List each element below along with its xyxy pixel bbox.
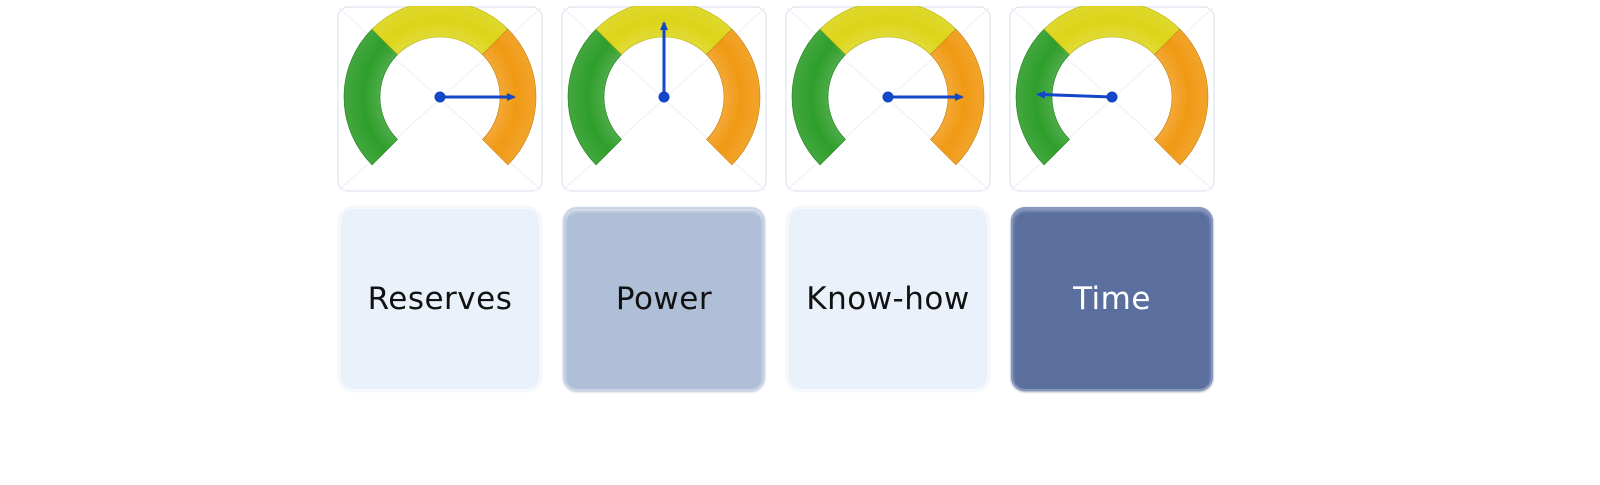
gauge-segment-orange xyxy=(706,28,761,166)
label-text: Time xyxy=(1073,281,1151,317)
label-box-power: Power xyxy=(563,207,765,391)
gauge-segment-green xyxy=(1015,28,1070,166)
label-text: Reserves xyxy=(367,281,513,317)
gauge-segment-yellow xyxy=(1043,6,1181,55)
gauge-segment-green xyxy=(343,28,398,166)
gauge-segment-orange xyxy=(1154,28,1209,166)
gauge-segment-yellow xyxy=(819,6,957,55)
gauge-pivot xyxy=(658,91,670,103)
gauge-segment-green xyxy=(791,28,846,166)
gauge-needle xyxy=(1036,90,1113,99)
gauge-pivot xyxy=(1106,91,1118,103)
label-box-time: Time xyxy=(1011,207,1213,391)
label-text: Know-how xyxy=(806,281,970,317)
label-box-know-how: Know-how xyxy=(787,207,989,391)
label-text: Power xyxy=(615,281,713,317)
label-box-reserves: Reserves xyxy=(339,207,541,391)
gauge-segment-yellow xyxy=(371,6,509,55)
gauge-pivot xyxy=(882,91,894,103)
gauge-segment-green xyxy=(567,28,622,166)
gauge-know-how xyxy=(785,6,991,192)
gauge-power xyxy=(561,6,767,192)
gauge-reserves xyxy=(337,6,543,192)
gauge-time xyxy=(1009,6,1215,192)
gauge-pivot xyxy=(434,91,446,103)
